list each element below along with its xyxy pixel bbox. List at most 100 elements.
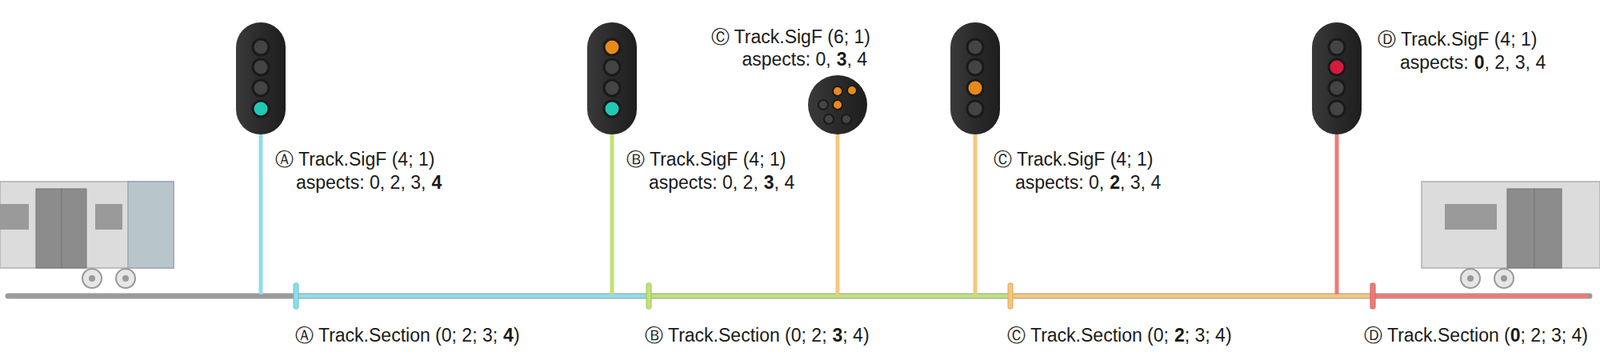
signal-aspects-line: aspects: 0,3, 4 (741, 48, 868, 71)
train-door (36, 188, 62, 268)
lamp-dark (967, 59, 984, 76)
section-divider (293, 283, 299, 309)
track-section-c (1010, 294, 1373, 299)
signal-aspects: , 4 (774, 172, 796, 193)
track-section-a (296, 294, 649, 299)
wheel (1460, 268, 1480, 288)
section-name: ; 2; 3; 4) (1520, 324, 1588, 346)
lamp-yellow (847, 85, 857, 96)
signal-name-line: Ⓒ Track.SigF (6; 1) (711, 26, 871, 48)
lamp-green (252, 100, 269, 117)
lamp-dark (604, 80, 620, 96)
lamp-yellow (604, 39, 620, 56)
train-body (0, 181, 174, 268)
active-aspect: 2 (1174, 324, 1185, 346)
signal-name-line: Ⓒ Track.SigF (4; 1) (993, 148, 1153, 171)
lamp-dark (967, 100, 984, 117)
lamp-yellow (967, 80, 984, 96)
signal-aspects-line: aspects: 0,2, 3, 4 (1015, 172, 1161, 194)
lamp-dark (252, 80, 269, 96)
section-name-line: Ⓓ Track.Section (0; 2; 3; 4) (1364, 324, 1588, 347)
signal-name: Ⓐ Track.SigF (4; 1) (275, 148, 435, 170)
signal-aspects: aspects: 0, (1015, 172, 1104, 193)
train-door (61, 188, 87, 268)
signal-aspects: aspects: 0, 2, (648, 172, 759, 193)
lamp-dark (818, 100, 828, 110)
wheel-hub (122, 275, 129, 282)
signal-pole (1335, 132, 1340, 295)
lamp-dark (824, 114, 834, 124)
wheel-hub (1467, 275, 1474, 282)
signal-name: Ⓑ Track.SigF (4; 1) (626, 148, 786, 170)
signal-name-line: Ⓐ Track.SigF (4; 1) (275, 148, 435, 171)
track-section-b (648, 294, 1011, 299)
train-window (95, 204, 123, 230)
signal-aspects: , 4 (846, 48, 868, 70)
section-divider (646, 283, 652, 309)
signal-aspects-line: aspects: 0, 2, 3,4 (296, 172, 442, 194)
active-aspect: 4 (431, 172, 442, 193)
train-window (0, 204, 29, 230)
section-name: ; 4) (842, 324, 869, 346)
active-aspect: 0 (1474, 52, 1485, 73)
signal-head (236, 22, 286, 135)
signal-housing (587, 22, 637, 135)
signal-pole (836, 132, 840, 295)
signal-head (587, 22, 637, 135)
signal-aspects-line: aspects: 0, 2,3, 4 (648, 172, 795, 194)
train-door (1507, 188, 1535, 268)
signal-aspects: aspects: (1400, 52, 1469, 73)
active-aspect: 3 (764, 172, 775, 193)
signal-pole (610, 132, 615, 295)
lamp-dark (967, 39, 984, 56)
section-name: Ⓓ Track.Section ( (1364, 324, 1511, 346)
lamp-dark (1328, 100, 1345, 117)
lamp-dark (1328, 39, 1345, 56)
active-aspect: 0 (1510, 324, 1521, 346)
signal-housing (950, 22, 1000, 135)
section-divider (1370, 283, 1376, 309)
wheel (1494, 268, 1514, 288)
signal-aspects: aspects: 0, 2, 3, (296, 172, 426, 193)
track-rail (8, 293, 1590, 300)
lamp-dark (252, 59, 269, 76)
lamp-dark (1328, 80, 1345, 96)
signal-name-line: Ⓑ Track.SigF (4; 1) (626, 148, 786, 171)
signal-housing (1312, 22, 1362, 135)
section-name: Ⓐ Track.Section (0; 2; 3; (295, 324, 498, 346)
section-divider (1008, 283, 1013, 309)
lamp-dark (604, 59, 620, 76)
signal-name: Ⓓ Track.SigF (4; 1) (1377, 28, 1537, 50)
section-name: Ⓑ Track.Section (0; 2; (644, 324, 828, 346)
signal-pole (259, 132, 264, 295)
section-name-line: Ⓐ Track.Section (0; 2; 3;4) (295, 324, 520, 347)
train-cab (128, 181, 174, 268)
signal-pole (973, 132, 978, 295)
active-aspect: 4 (503, 324, 514, 346)
active-aspect: 2 (1109, 172, 1120, 193)
train-window (1444, 204, 1497, 230)
signal-housing (236, 22, 286, 135)
signal-aspects: , 3, 4 (1120, 172, 1161, 193)
lamp-dark (841, 114, 852, 124)
train-right (1421, 181, 1600, 288)
section-name: ; 3; 4) (1184, 324, 1232, 346)
signal-aspects: , 2, 3, 4 (1484, 52, 1546, 73)
signal-head (950, 22, 1000, 135)
round-signal-head (808, 75, 868, 135)
active-aspect: 3 (832, 324, 844, 346)
lamp-yellow (832, 86, 843, 96)
signal-housing (808, 75, 868, 135)
section-name: ) (513, 324, 520, 346)
lamp-dark (252, 39, 269, 56)
lamp-red (1328, 59, 1345, 76)
section-name-line: Ⓒ Track.Section (0;2; 3; 4) (1007, 324, 1232, 347)
track-section-d (1372, 294, 1588, 299)
section-name: Ⓒ Track.Section (0; (1007, 324, 1169, 346)
train-left (0, 181, 174, 288)
wheel (116, 268, 136, 288)
signal-name: Ⓒ Track.SigF (6; 1) (711, 26, 871, 48)
signal-aspects-line: aspects:0, 2, 3, 4 (1400, 52, 1546, 74)
lamp-green (604, 100, 620, 117)
